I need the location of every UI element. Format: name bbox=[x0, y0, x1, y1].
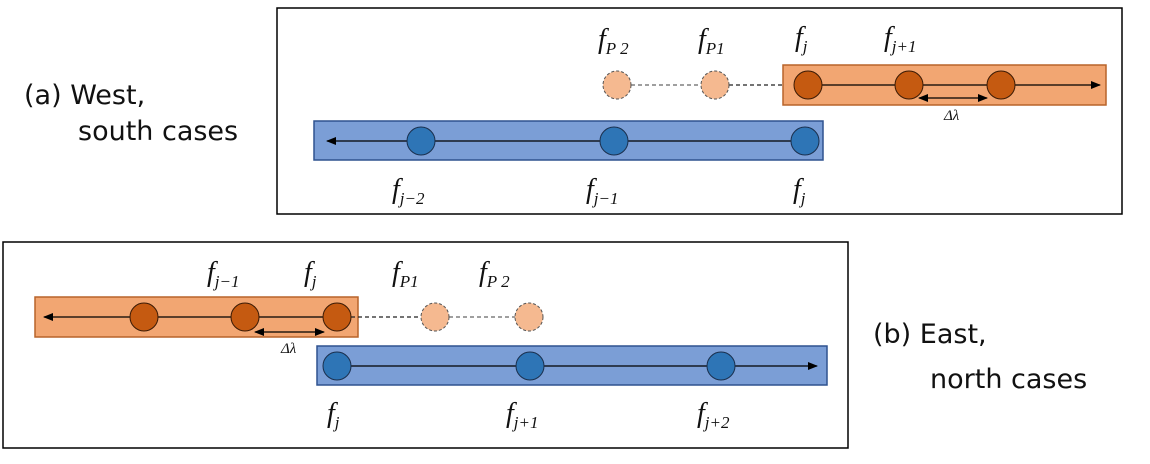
panel-b-delta-label: Δλ bbox=[280, 341, 297, 357]
panel-a-label-fj-1: fj−1 bbox=[586, 174, 618, 208]
panel-b-predicted-node-p1 bbox=[420, 302, 450, 332]
panel-a: (a) West, south cases fP 2 fP1 fj fj+1 Δ… bbox=[24, 7, 1123, 215]
panel-a-blue-node-j-1 bbox=[599, 126, 629, 156]
panel-a-predicted-node-p2 bbox=[602, 70, 632, 100]
panel-a-orange-node-j bbox=[793, 70, 823, 100]
panel-a-predicted-node-p1 bbox=[700, 70, 730, 100]
panel-b-orange-node-j-2 bbox=[129, 302, 159, 332]
panel-b-label-fj-orange: fj bbox=[304, 257, 317, 291]
panel-b-label-fp2: fP 2 bbox=[479, 257, 510, 291]
panel-b-frame bbox=[2, 241, 849, 449]
panel-a-caption-line1: (a) West, bbox=[24, 80, 145, 111]
panel-b-orange-node-j-1 bbox=[230, 302, 260, 332]
panel-a-blue-node-j-2 bbox=[406, 126, 436, 156]
panel-a-label-fp1: fP1 bbox=[698, 24, 725, 58]
panel-a-label-fj-orange: fj bbox=[795, 22, 808, 56]
panel-a-frame bbox=[276, 7, 1123, 215]
panel-a-delta-label: Δλ bbox=[943, 108, 960, 124]
panel-b-label-fj-blue: fj bbox=[327, 398, 340, 432]
panel-a-orange-node-j2 bbox=[986, 70, 1016, 100]
panel-a-label-fp2: fP 2 bbox=[598, 24, 629, 58]
panel-b-blue-node-j2 bbox=[706, 351, 736, 381]
panel-a-label-fj-blue: fj bbox=[793, 174, 806, 208]
panel-a-orange-node-j1 bbox=[894, 70, 924, 100]
panel-b-blue-node-j1 bbox=[515, 351, 545, 381]
panel-b-label-fp1: fP1 bbox=[392, 257, 419, 291]
panel-b-label-fj2: fj+2 bbox=[697, 398, 730, 432]
panel-b: (b) East, north cases fj−1 fj fP1 fP 2 Δ… bbox=[2, 241, 1087, 449]
panel-b-label-fj1: fj+1 bbox=[506, 398, 538, 432]
panel-a-label-fj1-orange: fj+1 bbox=[884, 22, 916, 56]
panel-b-label-fj-1-orange: fj−1 bbox=[207, 257, 239, 291]
panel-b-caption-line1: (b) East, bbox=[873, 319, 987, 350]
panel-b-predicted-node-p2 bbox=[514, 302, 544, 332]
panel-a-label-fj-2: fj−2 bbox=[392, 174, 425, 208]
panel-b-caption-line2: north cases bbox=[930, 364, 1087, 395]
panel-b-orange-node-j bbox=[322, 302, 352, 332]
panel-a-blue-node-j bbox=[790, 126, 820, 156]
panel-a-caption-line2: south cases bbox=[78, 116, 238, 147]
panel-b-blue-node-j bbox=[322, 351, 352, 381]
